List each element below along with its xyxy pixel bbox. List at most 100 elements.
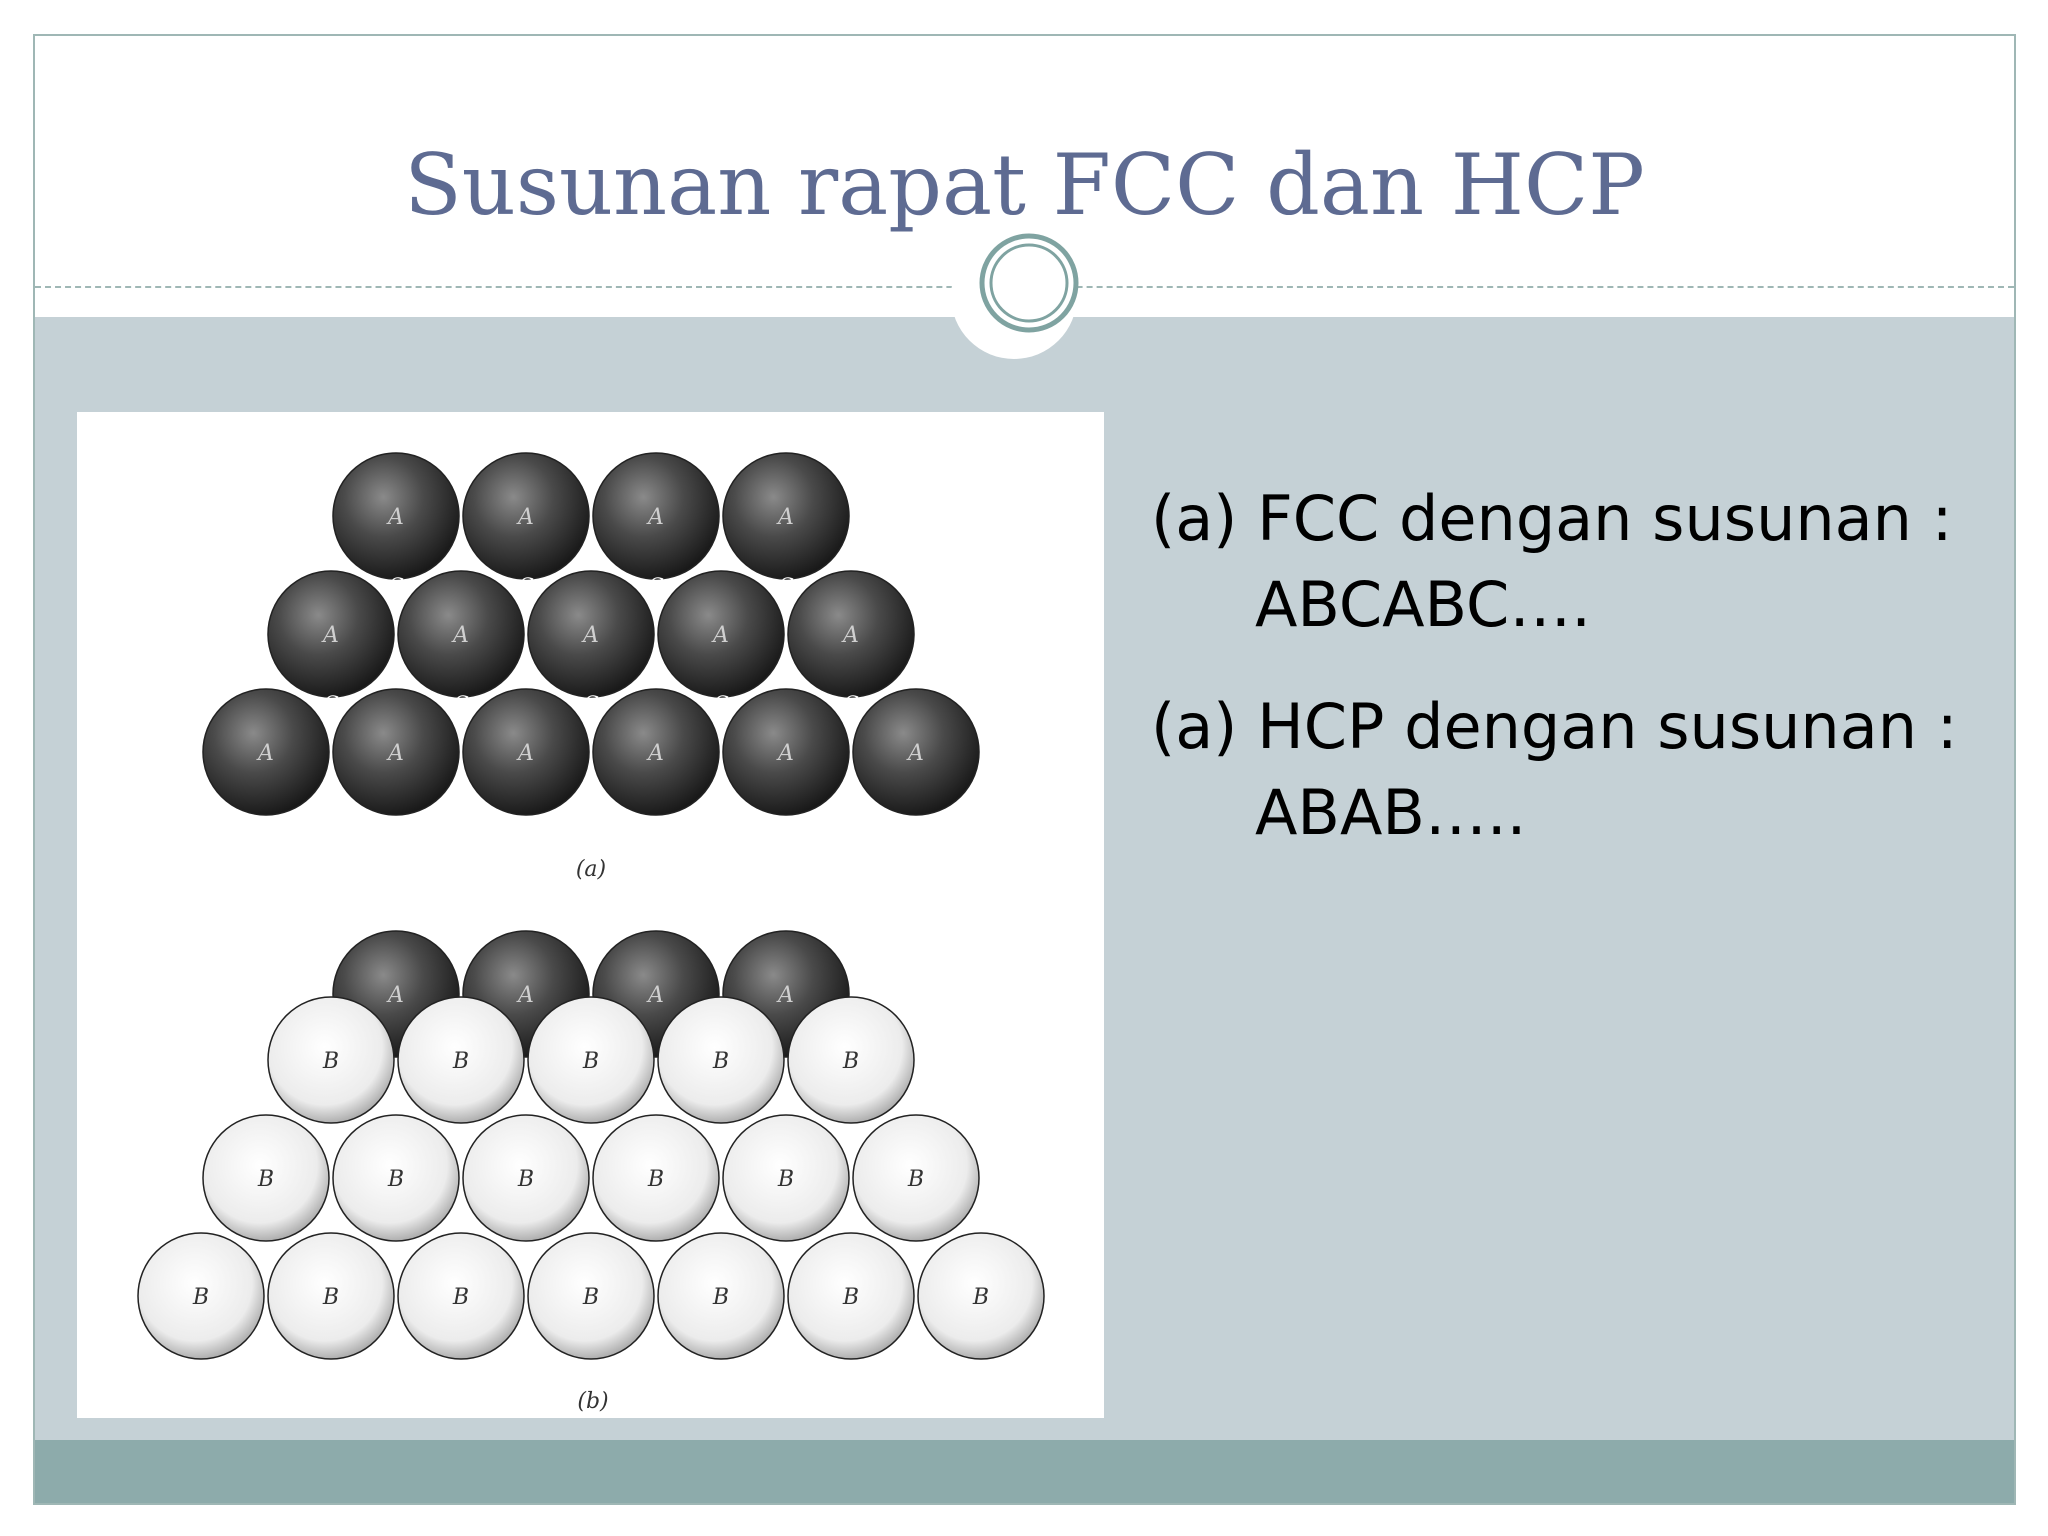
hcp-row2-1-label: B bbox=[257, 1167, 274, 1192]
fcc-gap-label-2-4: C bbox=[778, 573, 793, 597]
hcp-row1-1-sphere bbox=[267, 996, 395, 1124]
fcc-row2-2-sphere bbox=[397, 570, 525, 698]
fcc-row3-3-label: A bbox=[516, 741, 534, 766]
slide-title: Susunan rapat FCC dan HCP bbox=[404, 136, 1645, 234]
list-item-hcp: (a) HCP dengan susunan : ABAB….. bbox=[1151, 684, 1991, 856]
fcc-row3-1-sphere bbox=[202, 688, 330, 816]
fcc-gap-label-3-3: B bbox=[648, 665, 664, 689]
item-hcp-line2: ABAB….. bbox=[1255, 776, 1527, 849]
fcc-row3-5-sphere bbox=[722, 688, 850, 816]
caption-b: (b) bbox=[577, 1389, 608, 1414]
fcc-gap-label-3-4: B bbox=[778, 665, 794, 689]
fcc-row1-4-label: A bbox=[776, 505, 794, 530]
hcp-row3-1-sphere bbox=[137, 1232, 265, 1360]
hcp-row1-3-label: B bbox=[582, 1049, 599, 1074]
hcp-top-3-label: A bbox=[646, 983, 664, 1008]
hcp-row3-4-label: B bbox=[582, 1285, 599, 1310]
hcp-top-2-label: A bbox=[516, 983, 534, 1008]
fcc-row3-6-sphere bbox=[852, 688, 980, 816]
hcp-row2-3-sphere bbox=[462, 1114, 590, 1242]
fcc-row1-3-sphere bbox=[592, 452, 720, 580]
item-hcp-line1: (a) HCP dengan susunan : bbox=[1151, 690, 1958, 763]
fcc-row2-4-sphere bbox=[657, 570, 785, 698]
hcp-row2-2-label: B bbox=[387, 1167, 404, 1192]
caption-a: (a) bbox=[576, 857, 606, 882]
hcp-row2-6-label: B bbox=[907, 1167, 924, 1192]
hcp-row2-2-sphere bbox=[332, 1114, 460, 1242]
hcp-row2-1-sphere bbox=[202, 1114, 330, 1242]
fcc-row3-1-label: A bbox=[256, 741, 274, 766]
fcc-gap-label-3-2: B bbox=[518, 665, 534, 689]
fcc-row3-4-sphere bbox=[592, 688, 720, 816]
fcc-row3-3-sphere bbox=[462, 688, 590, 816]
hcp-row3-4-sphere bbox=[527, 1232, 655, 1360]
fcc-row2-5-label: A bbox=[841, 623, 859, 648]
fcc-gap-label-2-1: C bbox=[388, 573, 403, 597]
hcp-row2-6-sphere bbox=[852, 1114, 980, 1242]
hcp-row3-3-label: B bbox=[452, 1285, 469, 1310]
hcp-row2-5-sphere bbox=[722, 1114, 850, 1242]
footer-band bbox=[35, 1440, 2014, 1503]
hcp-row1-3-sphere bbox=[527, 996, 655, 1124]
hcp-row2-3-label: B bbox=[517, 1167, 534, 1192]
fcc-row3-2-label: A bbox=[386, 741, 404, 766]
fcc-row1-2-sphere bbox=[462, 452, 590, 580]
fcc-gap-label-2-2: C bbox=[518, 573, 533, 597]
fcc-gap-label-4-2: C bbox=[453, 691, 468, 715]
fcc-row2-5-sphere bbox=[787, 570, 915, 698]
hcp-row1-5-sphere bbox=[787, 996, 915, 1124]
item-fcc-line1: (a) FCC dengan susunan : bbox=[1151, 482, 1953, 555]
fcc-row1-1-label: A bbox=[386, 505, 404, 530]
fcc-row1-4-sphere bbox=[722, 452, 850, 580]
hcp-row3-6-label: B bbox=[842, 1285, 859, 1310]
fcc-row2-1-sphere bbox=[267, 570, 395, 698]
hcp-row3-6-sphere bbox=[787, 1232, 915, 1360]
fcc-row3-4-label: A bbox=[646, 741, 664, 766]
fcc-row2-3-label: A bbox=[581, 623, 599, 648]
fcc-row2-1-label: A bbox=[321, 623, 339, 648]
hcp-row1-2-sphere bbox=[397, 996, 525, 1124]
hcp-row1-4-label: B bbox=[712, 1049, 729, 1074]
fcc-gap-label-3-1: B bbox=[388, 665, 404, 689]
fcc-row2-3-sphere bbox=[527, 570, 655, 698]
fcc-row3-2-sphere bbox=[332, 688, 460, 816]
fcc-gap-label-2-3: C bbox=[648, 573, 663, 597]
hcp-row1-4-sphere bbox=[657, 996, 785, 1124]
content-list: (a) FCC dengan susunan : ABCABC…. (a) HC… bbox=[1151, 476, 1991, 892]
fcc-gap-label-4-5: C bbox=[843, 691, 858, 715]
fcc-row2-4-label: A bbox=[711, 623, 729, 648]
fcc-row3-6-label: A bbox=[906, 741, 924, 766]
fcc-gap-label-4-4: C bbox=[713, 691, 728, 715]
hcp-top-4-label: A bbox=[776, 983, 794, 1008]
fcc-gap-label-1-2: B bbox=[583, 547, 599, 571]
fcc-row1-2-label: A bbox=[516, 505, 534, 530]
hcp-row2-4-label: B bbox=[647, 1167, 664, 1192]
fcc-row1-1-sphere bbox=[332, 452, 460, 580]
hcp-row3-7-label: B bbox=[972, 1285, 989, 1310]
hcp-row3-2-sphere bbox=[267, 1232, 395, 1360]
hcp-row3-1-label: B bbox=[192, 1285, 209, 1310]
hcp-row3-3-sphere bbox=[397, 1232, 525, 1360]
hcp-row3-2-label: B bbox=[322, 1285, 339, 1310]
hcp-row1-2-label: B bbox=[452, 1049, 469, 1074]
list-item-fcc: (a) FCC dengan susunan : ABCABC…. bbox=[1151, 476, 1991, 648]
fcc-gap-label-1-1: B bbox=[453, 547, 469, 571]
hcp-row3-5-sphere bbox=[657, 1232, 785, 1360]
fcc-gap-label-4-1: C bbox=[323, 691, 338, 715]
fcc-row1-3-label: A bbox=[646, 505, 664, 530]
fcc-gap-label-4-3: C bbox=[583, 691, 598, 715]
fcc-row3-5-label: A bbox=[776, 741, 794, 766]
hcp-top-1-label: A bbox=[386, 983, 404, 1008]
hcp-row2-4-sphere bbox=[592, 1114, 720, 1242]
circle-ornament-icon bbox=[979, 233, 1079, 333]
hcp-row3-5-label: B bbox=[712, 1285, 729, 1310]
hcp-row1-5-label: B bbox=[842, 1049, 859, 1074]
fcc-row2-2-label: A bbox=[451, 623, 469, 648]
packing-figure: A A A A A A A A A A A A A A A B B B C C C C B B B B C C C C C (a) A A A A… bbox=[77, 412, 1104, 1418]
hcp-row3-7-sphere bbox=[917, 1232, 1045, 1360]
hcp-row2-5-label: B bbox=[777, 1167, 794, 1192]
item-fcc-line2: ABCABC…. bbox=[1255, 568, 1592, 641]
